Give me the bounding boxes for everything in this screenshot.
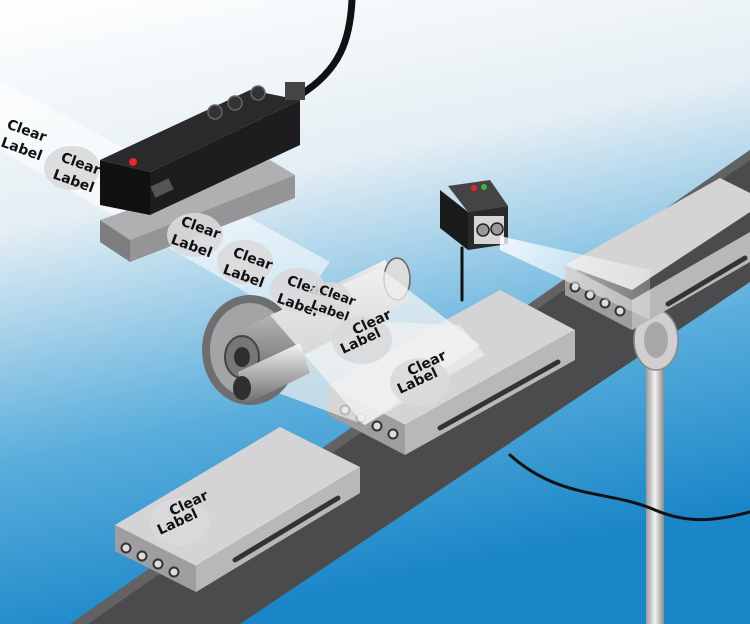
status-led-icon	[129, 158, 137, 166]
fiber-optic-sensor-icon	[440, 180, 508, 250]
clear-label-4: Clear Label	[217, 240, 275, 291]
clear-label-3: Clear Label	[167, 213, 223, 261]
sensing-beam	[500, 236, 650, 320]
mounting-post-icon	[633, 309, 679, 624]
cable-icon	[296, 0, 750, 522]
clear-label-9: Clear Label	[150, 488, 211, 546]
